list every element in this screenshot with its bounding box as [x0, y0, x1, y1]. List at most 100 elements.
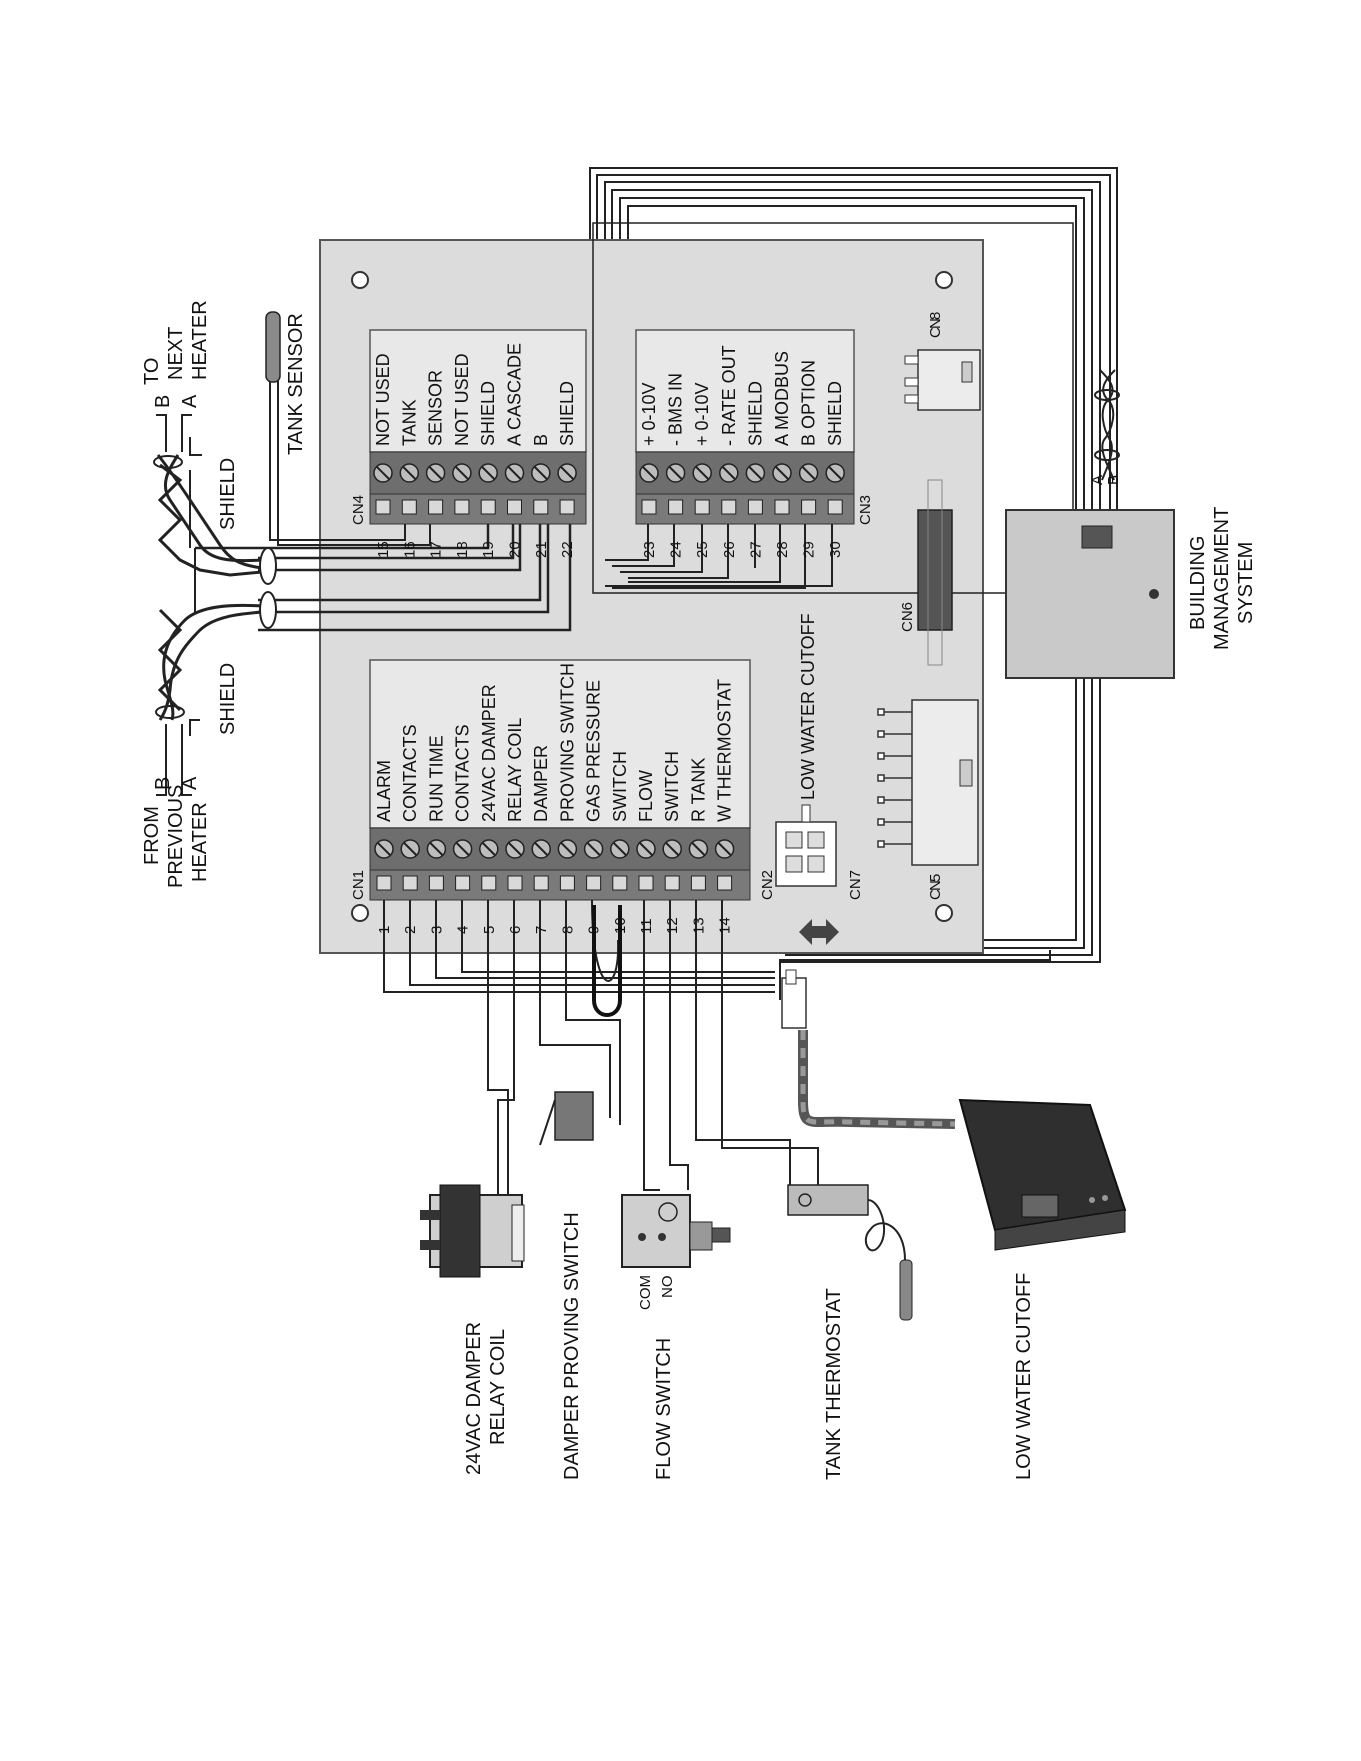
cn4-pin-number: 19 [480, 541, 497, 558]
cn3-terminal-label: - BMS IN [666, 373, 686, 446]
cn7-label: CN7 [847, 870, 864, 900]
cable-end [259, 591, 277, 629]
mount-hole [351, 904, 369, 922]
cn3-label: CN3 [857, 495, 874, 525]
cn4-pin-socket [480, 499, 496, 515]
cn7-lwc-connector [775, 804, 837, 887]
cn1-pin-socket [612, 875, 628, 891]
cn4-screw-slot [376, 466, 390, 480]
bms-cable-ring [1094, 449, 1120, 461]
cn5-pin-tip [877, 708, 885, 716]
cn1-pin-number: 9 [586, 926, 603, 934]
cn1-screw-slot [508, 842, 522, 856]
bms-twisted-pair [1099, 369, 1116, 481]
bms-label-line3: SYSTEM [1235, 542, 1257, 624]
cn3-pin-socket [641, 499, 657, 515]
cn4-pin-number: 21 [533, 541, 550, 558]
cn1-pin-socket [376, 875, 392, 891]
cn4-pin-number: 17 [428, 541, 445, 558]
cn4-screw-slot [402, 466, 417, 480]
cn4-terminal-label: NOT USED [373, 353, 393, 446]
cn3-pin-number: 26 [721, 541, 738, 558]
cn3-screw-slot [642, 466, 656, 480]
cn4-screw-slot [507, 466, 522, 480]
cn3-screw-slot [695, 466, 709, 480]
cn4-pin-socket [428, 499, 444, 515]
bms-b-label: B [1105, 475, 1122, 485]
cn3-terminal-label: + 0-10V [639, 382, 659, 446]
cn1-terminal-label: RUN TIME [426, 735, 446, 822]
damper-coil-label-2: RELAY COIL [487, 1329, 509, 1445]
from-heater-line2: PREVIOUS [165, 785, 187, 888]
cascade-cable-top [156, 454, 263, 577]
cn5-pin-tip [877, 752, 885, 760]
damper-switch-label: DAMPER PROVING SWITCH [561, 1212, 583, 1480]
cn1-screw-slot [534, 842, 548, 856]
cn1-terminal-label: 24VAC DAMPER [479, 684, 499, 822]
cn1-pin-number: 10 [612, 917, 629, 934]
mount-hole [935, 904, 953, 922]
cn1-screw-slot [429, 842, 444, 856]
cn1-pin-number: 13 [690, 917, 707, 934]
cn1-screw-slot [560, 842, 575, 856]
cn1-pin-number: 3 [428, 926, 445, 934]
cn3-label-plate [635, 329, 855, 525]
shield-leads [189, 437, 202, 736]
cn5-pin-tip [877, 796, 885, 804]
cn4-wires [269, 380, 431, 546]
to-heater-b: B [152, 395, 174, 408]
cn3-pin-number: 25 [694, 541, 711, 558]
low-water-cutoff-label: LOW WATER CUTOFF [1013, 1273, 1035, 1480]
cn1-screw-slot [377, 842, 391, 856]
shield-top-label: SHIELD [217, 458, 239, 530]
cable-ring [155, 705, 185, 719]
cn5-connector [877, 699, 979, 866]
gas-pressure-jumper [592, 905, 622, 1017]
damper-relay-coil [420, 1184, 525, 1278]
cn1-pin-socket [690, 875, 706, 891]
cn4-pin-socket [559, 499, 575, 515]
cn8-connector [904, 349, 981, 411]
cn3-screw-slot [775, 466, 789, 480]
cn1-pin-socket [507, 875, 523, 891]
cn1-pin-socket [638, 875, 654, 891]
cn1-pin-number: 4 [455, 926, 472, 934]
cn1-wires [383, 899, 819, 1195]
cn1-pin-number: 1 [376, 926, 393, 934]
cn3-wires [605, 524, 833, 589]
from-heater-line3: HEATER [189, 802, 211, 882]
cn6-connector [917, 509, 953, 631]
cn1-pin-number: 14 [717, 917, 734, 934]
cn3-pin-socket [694, 499, 710, 515]
cn4-terminal-label: SHIELD [478, 381, 498, 446]
cn4-terminal-label: SENSOR [426, 370, 446, 446]
cn1-pin-socket [664, 875, 680, 891]
tank-thermostat-label: TANK THERMOSTAT [823, 1288, 845, 1480]
cn3-screw-slot [668, 466, 683, 480]
cn1-pin-socket [586, 875, 602, 891]
cn4-pin-socket [454, 499, 470, 515]
to-heater-a: A [179, 394, 201, 408]
cn1-pin-socket [717, 875, 733, 891]
bms-label-line1: BUILDING [1187, 536, 1209, 630]
cn6-connector-base [927, 479, 943, 666]
cn4-pin-number: 18 [454, 541, 471, 558]
cn1-screw-slot [691, 842, 706, 856]
cn3-terminal-label: B OPTION [799, 360, 819, 446]
cn4-terminal-label: TANK [399, 399, 419, 446]
cable-ring [153, 455, 183, 469]
bms-a-label: A [1089, 475, 1106, 485]
cn1-screw-slot [586, 842, 601, 856]
flow-switch-device [621, 1194, 731, 1268]
cn1-pin-socket [559, 875, 575, 891]
mount-hole [351, 271, 369, 289]
cn4-screw-slot [428, 466, 443, 480]
low-water-cutoff-device [958, 1098, 1127, 1251]
cn1-screw-slot [613, 842, 627, 856]
cn1-terminal-label: W THERMOSTAT [715, 679, 735, 822]
cn3-pin-number: 23 [641, 541, 658, 558]
cn1-pin-socket [455, 875, 471, 891]
cn4-screw-slot [534, 466, 548, 480]
cn1-pin-socket [428, 875, 444, 891]
cn1-terminal-label: FLOW [636, 770, 656, 822]
